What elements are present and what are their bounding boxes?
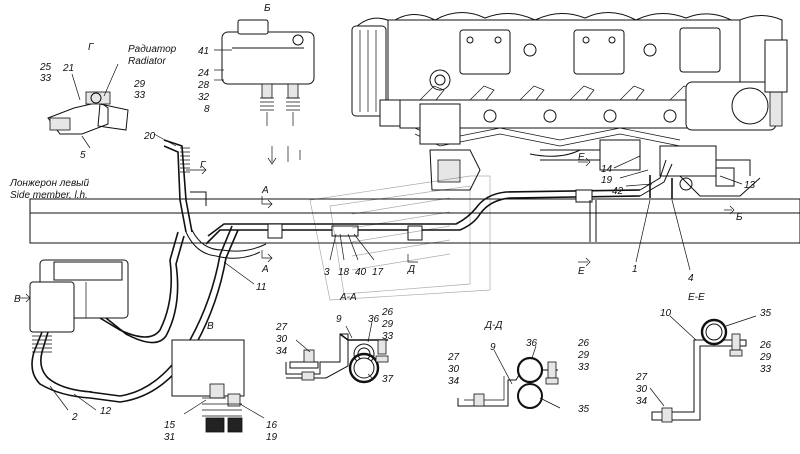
section-mark-v-left: В [14,294,21,305]
callout-26: 26 [577,338,590,349]
callout-31: 31 [164,432,175,443]
callout-13: 13 [744,180,756,191]
callout-3: 3 [324,267,330,278]
callout-35: 35 [578,404,590,415]
watermark-truck [309,175,491,301]
callout-28: 28 [197,80,210,91]
callout-9: 9 [336,314,342,325]
callout-30: 30 [636,384,648,395]
section-aa [285,333,389,384]
callout-5: 5 [80,150,86,161]
callout-26: 26 [759,340,772,351]
section-mark-a-top: А [261,185,269,196]
callout-9: 9 [490,342,496,353]
callout-2: 2 [71,412,78,423]
callout-25: 25 [39,62,52,73]
radiator-label-en: Radiator [128,56,166,67]
callout-16: 16 [266,420,278,431]
callout-4: 4 [688,273,694,284]
leader-lines [49,49,757,419]
section-mark-b-right: Б [736,212,743,223]
callout-27: 27 [275,322,288,333]
side-member-label-ru: Лонжерон левый [9,178,90,189]
callout-42: 42 [612,186,624,197]
callout-41: 41 [198,46,209,57]
callout-33: 33 [382,331,394,342]
callout-36: 36 [526,338,538,349]
engine-block [351,12,788,200]
callout-29: 29 [133,79,146,90]
callout-19: 19 [601,175,613,186]
callout-30: 30 [448,364,460,375]
callout-32: 32 [198,92,210,103]
callout-33: 33 [40,73,52,84]
section-cut-markers [20,150,735,303]
callout-29: 29 [759,352,772,363]
section-mark-e-bottom: Е [578,266,585,277]
callout-35: 35 [760,308,772,319]
callout-33: 33 [760,364,772,375]
callout-33: 33 [134,90,146,101]
callout-36: 36 [368,314,380,325]
callout-40: 40 [355,267,367,278]
fuel-lines [205,149,673,245]
callout-14: 14 [601,164,613,175]
view-g-title: Г [88,42,95,53]
view-v-title: В [207,321,214,332]
callout-34: 34 [276,346,288,357]
callout-18: 18 [338,267,350,278]
callout-29: 29 [577,350,590,361]
callout-27: 27 [447,352,460,363]
radiator-label-ru: Радиатор [128,44,177,55]
view-v-detail [171,339,245,433]
callout-1: 1 [632,264,638,275]
heater-unit [29,225,239,403]
callout-11: 11 [256,282,266,293]
callout-27: 27 [635,372,648,383]
callout-10: 10 [660,308,672,319]
section-mark-d: Д [407,264,415,275]
callout-17: 17 [372,267,384,278]
callout-24: 24 [197,68,210,79]
callout-8: 8 [204,104,210,115]
callout-21: 21 [62,63,74,74]
callout-33: 33 [578,362,590,373]
callout-15: 15 [164,420,176,431]
callout-12: 12 [100,406,112,417]
view-b-title: Б [264,3,271,14]
callout-19: 19 [266,432,278,443]
side-member-label-en: Side member, l.h. [10,190,88,201]
callout-29: 29 [381,319,394,330]
section-aa-title: А-А [339,292,357,303]
view-g-detail [47,63,129,149]
callout-26: 26 [381,307,394,318]
section-dd-title: Д-Д [484,320,502,331]
callout-20: 20 [143,131,156,142]
section-mark-a-bottom: А [261,264,269,275]
expansion-tank [221,19,315,165]
section-dd [457,356,559,409]
callout-37: 37 [382,374,394,385]
section-ee-title: Е-Е [688,292,705,303]
breather-pipe [163,139,267,259]
section-mark-e-top: Е [578,152,585,163]
callout-30: 30 [276,334,288,345]
section-ee [651,318,747,423]
section-mark-g: Г [200,160,207,171]
callout-34: 34 [636,396,648,407]
callout-34: 34 [448,376,460,387]
